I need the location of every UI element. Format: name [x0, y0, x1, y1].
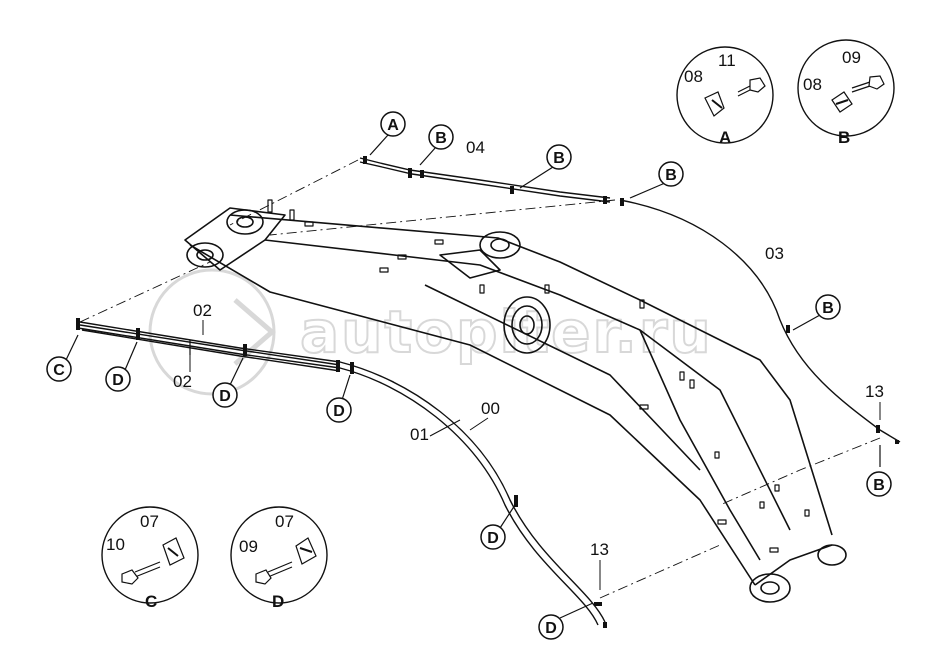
svg-text:D: D	[545, 620, 557, 637]
svg-text:D: D	[487, 530, 499, 547]
boom-center-pin-inner	[519, 315, 535, 335]
bolt-head-icon	[868, 75, 885, 90]
callout-a: A	[380, 111, 406, 137]
boom-center-pin-outer	[503, 296, 551, 354]
hose-02b	[81, 329, 341, 372]
part-number-03: 03	[765, 244, 784, 263]
detail-b-part-08: 08	[803, 75, 822, 94]
detail-view-d: 09 07 D	[230, 506, 328, 611]
leader-04-to-boom	[229, 159, 359, 226]
part-number-02: 02	[193, 301, 212, 320]
hose-04	[359, 157, 611, 199]
boom-foot-bracket	[184, 207, 286, 271]
boom-side-line	[424, 284, 701, 471]
boom-inner-edge	[264, 239, 791, 531]
bolt-icon	[851, 81, 871, 93]
leader-03-to-boom	[269, 199, 616, 236]
boom-foot-boss-right-inner	[236, 216, 254, 228]
detail-b-label: B	[838, 128, 850, 147]
callout-b: B	[546, 144, 572, 170]
bolt-icon	[134, 561, 161, 578]
hose-00	[79, 321, 606, 623]
boom-bottom-edge	[639, 329, 761, 561]
leader-lines	[79, 159, 881, 599]
leader-13-bottom	[599, 544, 721, 599]
detail-a-part-08: 08	[684, 67, 703, 86]
watermark-logo-arrow	[233, 298, 276, 366]
leader-13-right	[719, 437, 881, 506]
bolt-icon	[267, 561, 293, 578]
boom-foot-boss-left	[186, 242, 224, 268]
boom-tip-boss-outer	[749, 573, 791, 603]
part-number-00: 00	[481, 399, 500, 418]
part-number-13: 13	[590, 540, 609, 559]
callout-b: B	[866, 471, 892, 497]
detail-d-part-09: 09	[239, 537, 258, 556]
detail-a-part-11: 11	[718, 51, 736, 70]
boom-tip-boss-inner	[760, 581, 780, 595]
svg-text:D: D	[333, 403, 345, 420]
svg-text:D: D	[112, 372, 124, 389]
detail-a-label: A	[719, 128, 731, 147]
detail-view-a: 08 11 A	[676, 46, 774, 147]
watermark-logo-circle	[148, 268, 276, 396]
callout-d: D	[212, 382, 238, 408]
hose-02a	[79, 324, 341, 366]
detail-c-part-07: 07	[140, 512, 159, 531]
boom-tip-plate	[754, 544, 833, 586]
part-number-leaders	[189, 320, 881, 590]
part-numbers: 04 03 02 02 00 01 13 13	[173, 138, 884, 559]
detail-view-b: 08 09 B	[797, 39, 895, 147]
callout-arrows	[65, 134, 881, 619]
hose-03	[619, 199, 901, 443]
svg-text:B: B	[873, 477, 885, 494]
hose-01	[77, 327, 599, 626]
callout-b: B	[428, 124, 454, 150]
bolt-head-icon	[255, 569, 272, 585]
boom-center-pin-mid	[511, 305, 543, 345]
part-number-01: 01	[410, 425, 429, 444]
part-number-02: 02	[173, 372, 192, 391]
leader-02-to-boom	[79, 261, 211, 323]
bolt-head-icon	[121, 569, 139, 585]
callouts: A B B B B B C D	[46, 111, 892, 640]
callout-b: B	[815, 294, 841, 320]
clamp-icon	[704, 91, 725, 117]
hose-04b	[359, 161, 611, 203]
svg-text:B: B	[435, 130, 447, 147]
svg-text:B: B	[822, 300, 834, 317]
bolt-head-icon	[749, 77, 766, 93]
hose-fittings	[76, 156, 899, 628]
hose-lines	[77, 157, 901, 626]
boom-left-edge	[189, 244, 756, 586]
callout-d: D	[538, 614, 564, 640]
callout-c: C	[46, 356, 72, 382]
svg-text:B: B	[665, 167, 677, 184]
boom-foot-boss-left-inner	[196, 249, 214, 261]
boom-structure	[184, 199, 847, 603]
svg-text:A: A	[387, 117, 399, 134]
callout-d: D	[326, 397, 352, 423]
detail-d-label: D	[272, 592, 284, 611]
detail-b-part-09: 09	[842, 48, 861, 67]
detail-c-part-10: 10	[106, 535, 125, 554]
part-number-13: 13	[865, 382, 884, 401]
boom-cylinder-plate	[439, 249, 501, 279]
callout-d: D	[480, 524, 506, 550]
boom-cylinder-boss	[479, 231, 521, 259]
boom-cylinder-boss-inner	[490, 238, 510, 252]
boom-foot-boss-right	[226, 209, 264, 235]
detail-view-c: 10 07 C	[101, 506, 199, 611]
callout-b: B	[658, 161, 684, 187]
svg-text:B: B	[553, 150, 565, 167]
svg-text:D: D	[219, 388, 231, 405]
detail-d-part-07: 07	[275, 512, 294, 531]
detail-c-label: C	[145, 592, 157, 611]
callout-d: D	[105, 366, 131, 392]
part-number-04: 04	[466, 138, 485, 157]
boom-clamps	[267, 199, 810, 553]
svg-text:C: C	[53, 362, 65, 379]
